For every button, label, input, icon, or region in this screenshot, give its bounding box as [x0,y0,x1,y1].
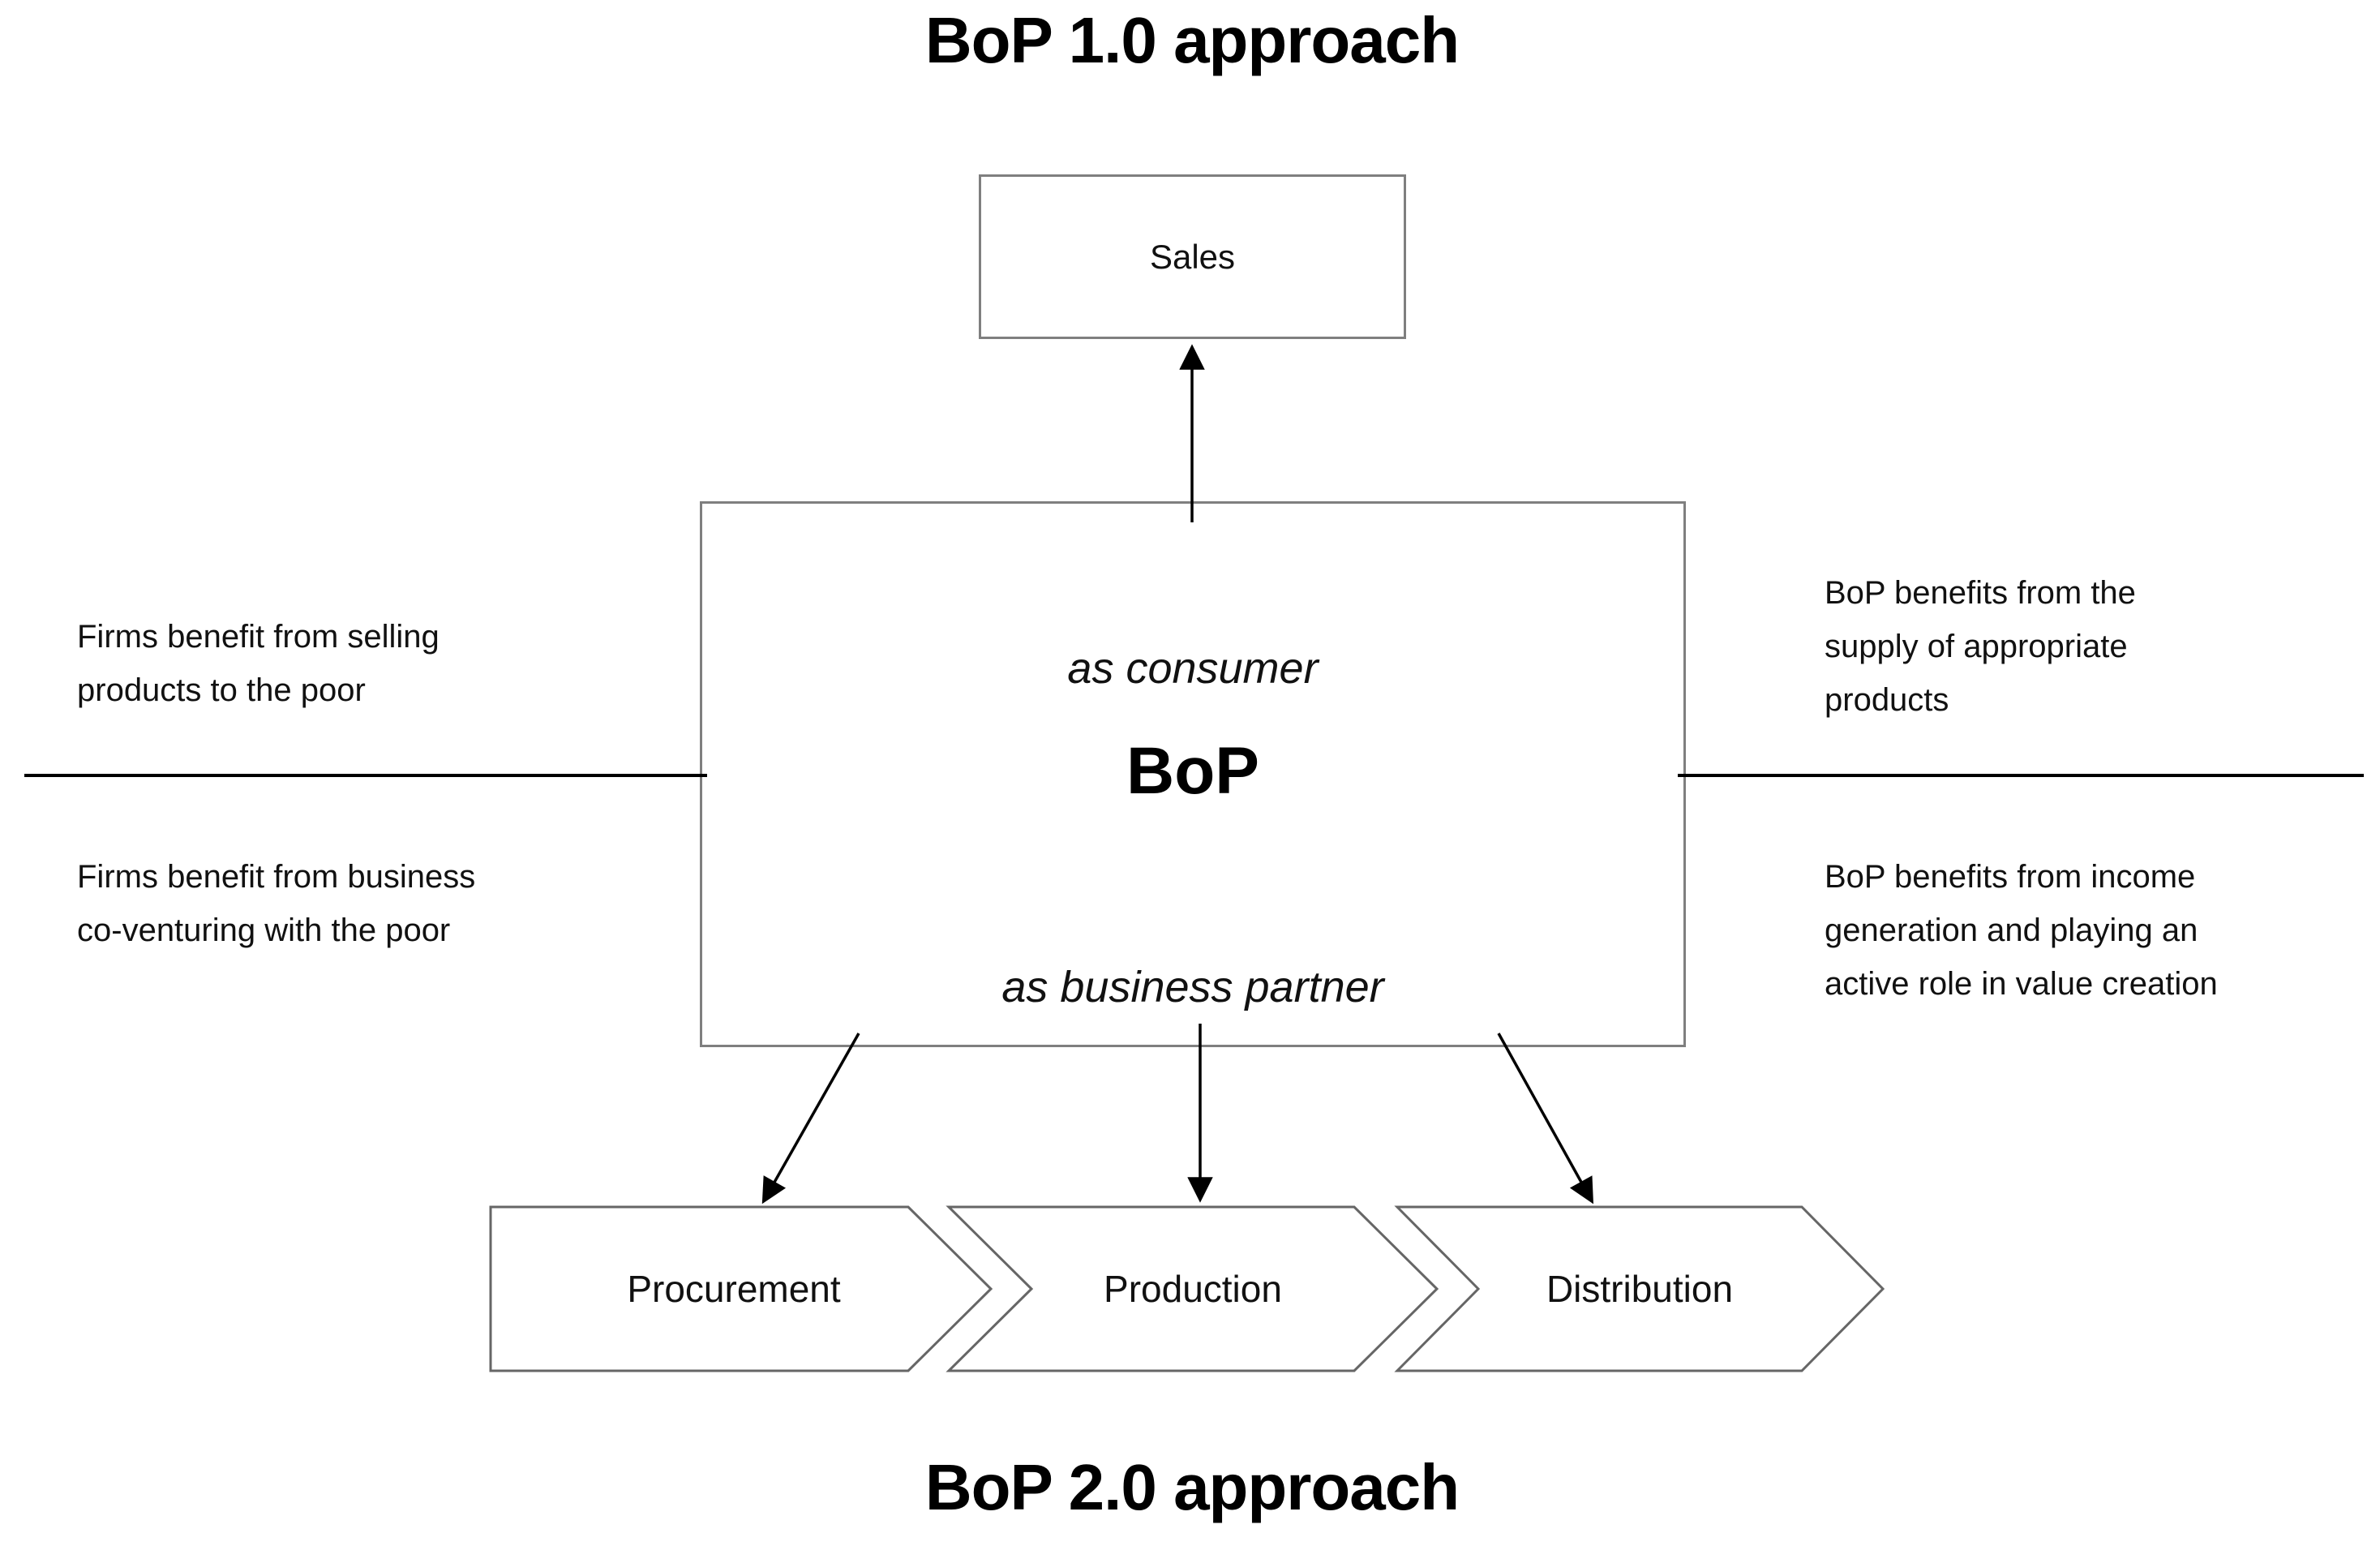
annotation-line: supply of appropriate [1825,629,2128,664]
chevron-distribution [1394,1205,1885,1372]
process-step-procurement: Procurement [627,1268,841,1310]
annotation-line: products [1825,682,1949,718]
annotation-bop-supply: BoP benefits from the supply of appropri… [1825,566,2136,727]
annotation-line: Firms benefit from selling [77,619,440,655]
annotation-line: generation and playing an [1825,913,2198,948]
process-step-distribution: Distribution [1546,1268,1734,1310]
annotation-firms-coventuring: Firms benefit from business co-venturing… [77,850,475,957]
bop-2-title: BoP 2.0 approach [924,1451,1460,1523]
bop-box-title: BoP [1126,733,1259,808]
process-step-production: Production [1104,1268,1282,1310]
sales-box: Sales [979,174,1406,339]
annotation-line: co-venturing with the poor [77,913,451,948]
sales-label: Sales [1149,237,1236,276]
bop-role-partner-label: as business partner [1001,963,1384,1011]
annotation-line: active role in value creation [1825,966,2218,1002]
annotation-line: Firms benefit from business [77,859,476,895]
annotation-bop-income: BoP benefits from income generation and … [1825,850,2218,1011]
bop-role-consumer-label: as consumer [1067,644,1319,693]
chevron-production [946,1205,1439,1372]
annotation-firms-selling: Firms benefit from selling products to t… [77,610,440,717]
arrow-bop-to-distribution [1497,1033,1594,1205]
bop-1-title: BoP 1.0 approach [924,4,1460,76]
annotation-line: products to the poor [77,672,366,708]
chevron-procurement [489,1205,993,1372]
annotation-line: BoP benefits from income [1825,859,2196,895]
annotation-line: BoP benefits from the [1825,575,2136,611]
arrow-bop-to-procurement [761,1033,860,1205]
